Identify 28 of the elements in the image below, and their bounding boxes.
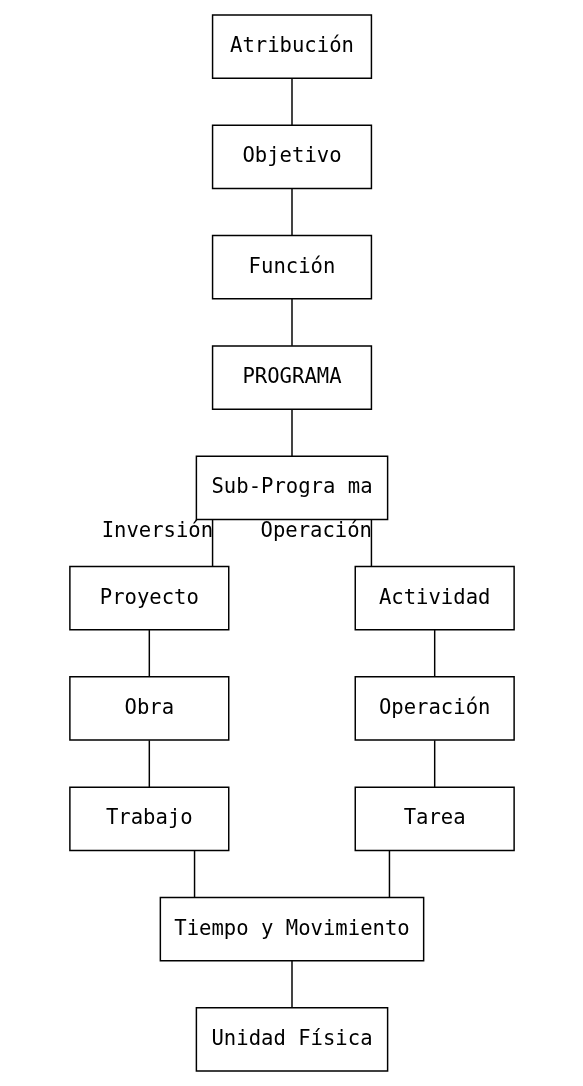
node-box: Sub-Progra ma <box>195 455 388 521</box>
connector <box>290 188 293 237</box>
connector <box>433 739 435 788</box>
connector <box>290 298 293 347</box>
connector <box>211 519 213 568</box>
edge-label: Inversión <box>101 518 213 543</box>
connector <box>290 408 293 457</box>
node-box: Operación <box>354 676 515 741</box>
node-box: Tarea <box>354 786 515 852</box>
connector <box>290 960 293 1009</box>
node-box: Unidad Física <box>195 1007 388 1072</box>
edge-label: Operación <box>260 518 372 543</box>
connector <box>290 77 293 126</box>
connector <box>433 629 435 678</box>
node-box: Atribución <box>211 14 372 79</box>
node-box: Función <box>211 234 372 300</box>
node-box: Tiempo y Movimiento <box>159 896 424 962</box>
node-box: Objetivo <box>211 124 372 190</box>
connector <box>148 629 150 678</box>
node-box: Trabajo <box>68 786 229 852</box>
node-box: Proyecto <box>68 565 229 631</box>
connector <box>388 849 390 899</box>
connector <box>193 849 195 899</box>
node-box: PROGRAMA <box>211 345 372 410</box>
connector <box>148 739 150 788</box>
node-box: Actividad <box>354 565 515 631</box>
connector <box>370 519 372 568</box>
node-box: Obra <box>68 676 229 741</box>
